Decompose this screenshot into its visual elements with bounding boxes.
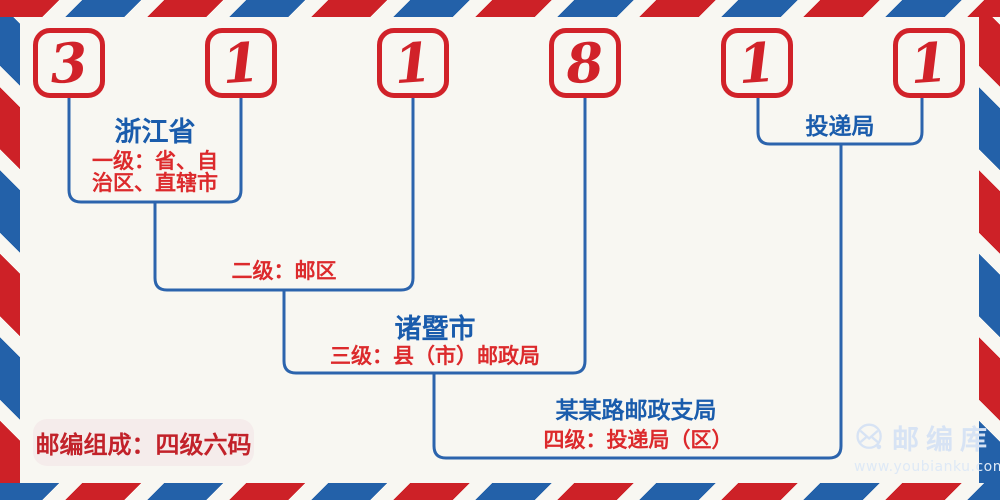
level1-province-name: 浙江省	[114, 117, 196, 148]
digit-box-2: 1	[205, 28, 277, 98]
level1-desc-line2: 治区、直辖市	[92, 171, 218, 195]
digit-4: 8	[564, 29, 606, 97]
digit-5: 1	[736, 29, 778, 97]
digit-box-4: 8	[549, 28, 621, 98]
digit-box-3: 1	[377, 28, 449, 98]
delivery-office-label: 投递局	[805, 114, 875, 140]
composition-badge-text: 邮编组成：四级六码	[35, 431, 252, 459]
digit-3: 1	[392, 29, 434, 97]
level3-desc: 三级：县（市）邮政局	[330, 344, 540, 368]
digit-2: 1	[220, 29, 262, 97]
level4-desc: 四级：投递局（区）	[543, 428, 733, 452]
site-brand-name: 邮编库	[892, 425, 994, 456]
level3-city-name: 诸暨市	[394, 314, 476, 345]
digit-6: 1	[908, 29, 950, 97]
composition-badge: 邮编组成：四级六码	[33, 419, 254, 466]
envelope-logo-icon	[856, 423, 882, 449]
digit-1: 3	[48, 29, 90, 97]
digit-box-6: 1	[893, 28, 965, 98]
digit-box-1: 3	[33, 28, 105, 98]
digit-box-5: 1	[721, 28, 793, 98]
bracket-delivery	[756, 98, 924, 146]
bracket-level4	[432, 144, 843, 460]
level4-office-name: 某某路邮政支局	[555, 398, 717, 424]
site-watermark[interactable]: 邮编库 www.youbianku.com	[854, 418, 1000, 475]
site-url[interactable]: www.youbianku.com	[854, 459, 1000, 475]
level1-desc-line1: 一级：省、自	[92, 149, 218, 173]
level2-desc: 二级：邮区	[231, 259, 337, 283]
